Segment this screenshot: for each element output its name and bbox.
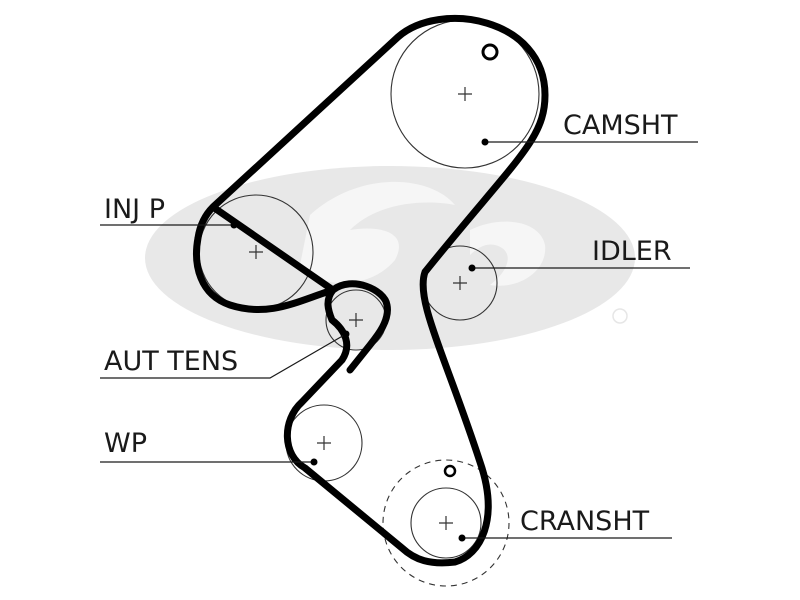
camshaft-leader [481,138,698,146]
crankshaft-label: CRANSHT [520,506,650,537]
timing-belt [193,15,549,567]
auto-tensioner-leader [100,330,350,379]
auto-tensioner-label: AUT TENS [104,346,238,377]
idler-label: IDLER [592,236,672,267]
water-pump-leader [100,458,318,466]
injection-pump-label: INJ P [104,194,165,225]
watermark-logo [145,166,635,350]
water-pump-label: WP [104,428,147,459]
crankshaft-timing-mark [443,464,457,478]
camshaft-timing-mark [481,43,499,61]
water-pump-pulley [285,404,363,482]
crankshaft-leader [458,534,672,542]
crankshaft-pulley [382,459,510,587]
camshaft-label: CAMSHT [563,110,678,141]
injection-pump-leader [100,221,238,229]
idler-leader [468,264,690,272]
